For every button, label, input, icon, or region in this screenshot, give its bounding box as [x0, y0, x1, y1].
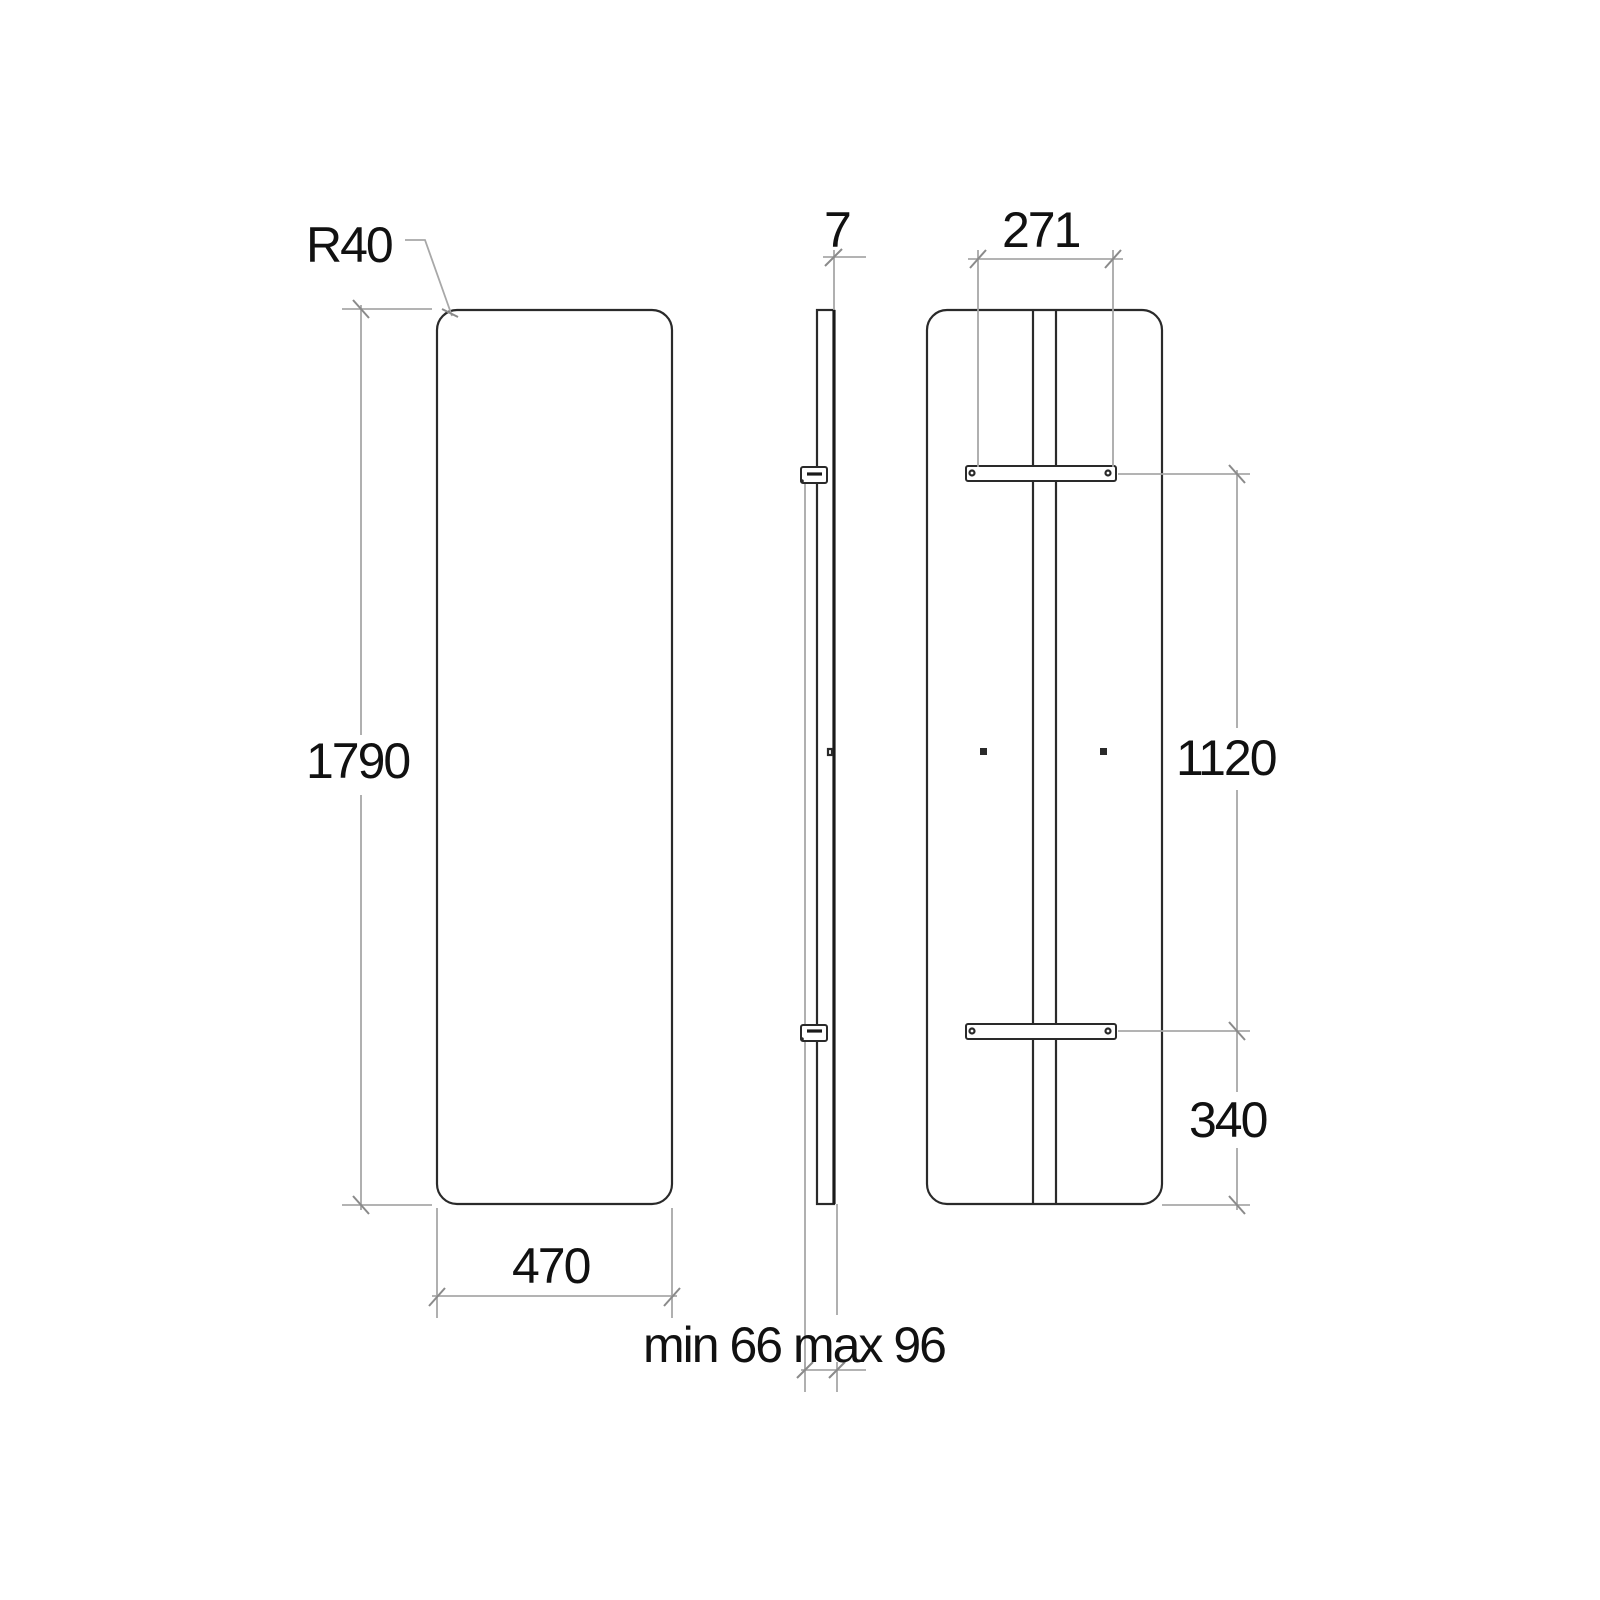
side-bracket-bottom: [800, 1024, 828, 1042]
back-bracket-bottom: [965, 1023, 1117, 1040]
bracket-spacing-dimension: [1118, 464, 1250, 1215]
bracket-span-dimension: [968, 249, 1123, 467]
side-view: 7 min 66 max 96: [643, 202, 947, 1392]
radius-label: R40: [306, 217, 392, 273]
back-bracket-top: [965, 465, 1117, 482]
front-view: R40 1790 470: [306, 217, 681, 1318]
thickness-dimension: [823, 248, 866, 310]
height-label: 1790: [306, 733, 409, 789]
mounting-hole-right: [1100, 748, 1107, 755]
bracket-span-label: 271: [1002, 202, 1080, 258]
bracket-spacing-label: 1120: [1176, 730, 1276, 786]
wall-distance-label: min 66 max 96: [643, 1317, 945, 1373]
side-middle-clip: [826, 747, 834, 757]
mirror-side-outline: [815, 308, 836, 1206]
back-view: 271 1120 340: [925, 202, 1278, 1215]
mirror-back-outline: [925, 308, 1164, 1206]
width-label: 470: [512, 1238, 590, 1294]
bottom-offset-label: 340: [1189, 1092, 1267, 1148]
thickness-label: 7: [824, 202, 850, 258]
height-dimension: [342, 299, 432, 1215]
mirror-front-outline: [435, 308, 674, 1206]
wall-distance-dimension: [796, 1204, 866, 1392]
side-bracket-top: [800, 466, 828, 484]
width-dimension: [428, 1208, 681, 1318]
mounting-hole-left: [980, 748, 987, 755]
radius-leader: [405, 239, 459, 318]
